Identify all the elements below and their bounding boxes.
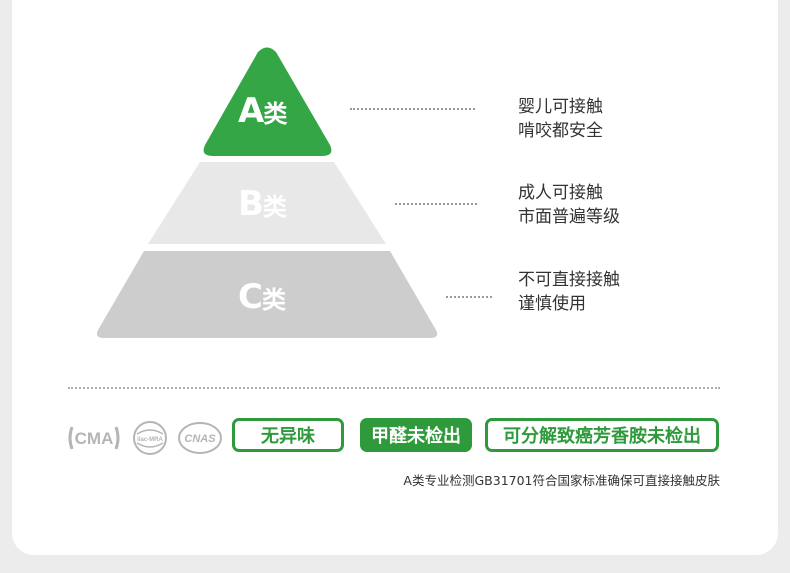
certification-footnote: A类专业检测GB31701符合国家标准确保可直接接触皮肤: [403, 473, 720, 488]
badge-formaldehyde-not-detected: 甲醛未检出: [360, 418, 472, 452]
tier-a-connector: [350, 108, 475, 110]
cnas-logo-icon: CNAS: [177, 419, 223, 457]
tier-b-desc-line-1: 成人可接触: [518, 183, 603, 203]
badge-no-odor: 无异味: [232, 418, 344, 452]
tier-b-suffix: 类: [262, 193, 287, 221]
cma-logo-icon: CMA: [66, 419, 122, 457]
section-divider: [68, 387, 720, 389]
tier-a-suffix: 类: [263, 100, 288, 128]
tier-c-shape: [96, 251, 438, 338]
cma-text: CMA: [75, 429, 114, 448]
tier-a-desc-line-2: 啃咬都安全: [518, 121, 603, 141]
tier-a-label: A 类: [238, 91, 287, 131]
tier-b-shape: [148, 162, 386, 244]
iaf-logo-icon: ilac-MRA: [130, 419, 170, 457]
tier-c-desc-line-1: 不可直接接触: [518, 270, 620, 290]
tier-c-desc-line-2: 谨慎使用: [518, 294, 586, 314]
tier-b-label: B 类: [238, 184, 287, 224]
tier-a-desc-line-1: 婴儿可接触: [518, 97, 603, 117]
badge-aromatic-amine-not-detected: 可分解致癌芳香胺未检出: [485, 418, 719, 452]
tier-c-label: C 类: [238, 277, 286, 317]
tier-b-desc-line-2: 市面普遍等级: [518, 207, 620, 227]
cnas-text: CNAS: [184, 433, 216, 445]
tier-b-description: 成人可接触 市面普遍等级: [518, 181, 620, 229]
tier-b-connector: [395, 203, 477, 205]
pyramid-diagram: [96, 47, 438, 338]
tier-b-letter: B: [238, 184, 264, 224]
tier-c-description: 不可直接接触 谨慎使用: [518, 268, 620, 316]
tier-c-suffix: 类: [261, 286, 286, 314]
tier-c-letter: C: [238, 277, 263, 317]
tier-a-letter: A: [238, 91, 264, 131]
tier-c-connector: [446, 296, 492, 298]
tier-a-shape: [203, 47, 332, 156]
iaf-text: ilac-MRA: [137, 437, 163, 443]
tier-a-description: 婴儿可接触 啃咬都安全: [518, 95, 603, 143]
